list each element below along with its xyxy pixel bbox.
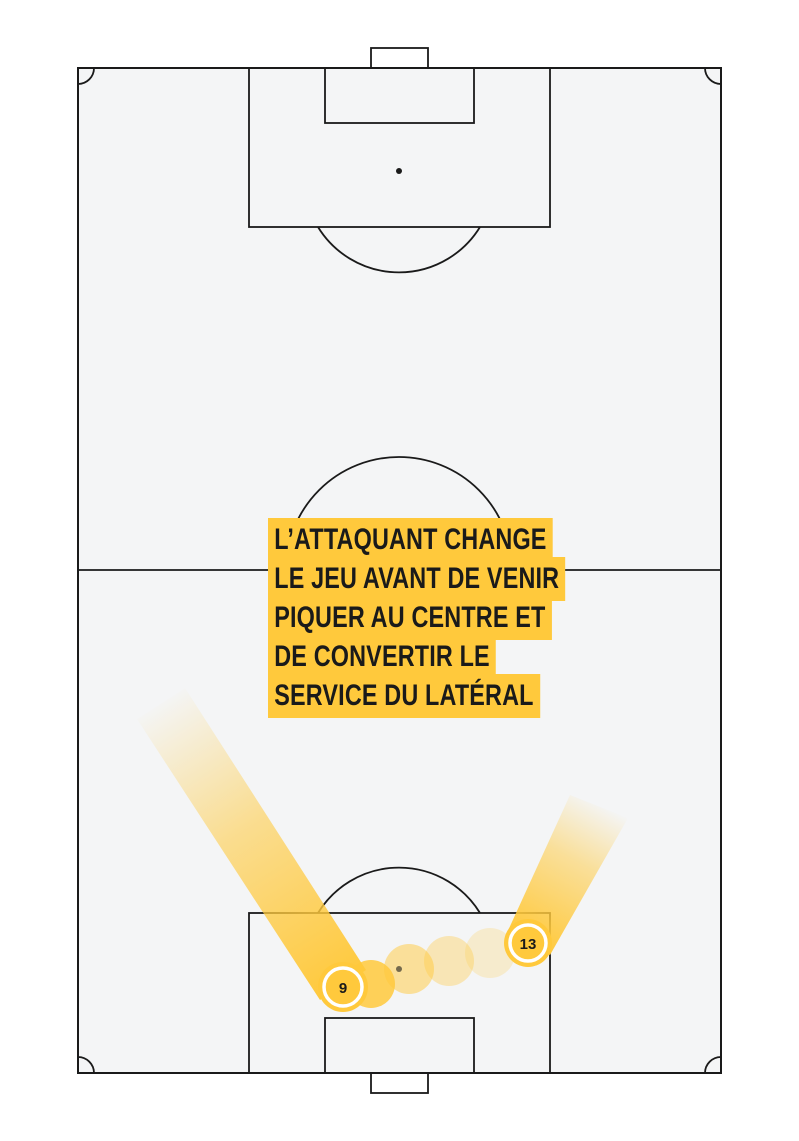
- top-goal-area: [324, 67, 475, 124]
- player-9-marker: 9: [318, 962, 368, 1012]
- bottom-goal-area: [324, 1017, 475, 1074]
- player-9-number: 9: [339, 980, 347, 997]
- player-13-run-trail: [506, 795, 628, 955]
- top-penalty-spot: [396, 168, 402, 174]
- caption-line: DE CONVERTIR LE: [268, 635, 497, 679]
- caption-line: SERVICE DU LATÉRAL: [268, 674, 540, 718]
- corner-arc-top-left: [77, 67, 95, 85]
- bottom-goal: [370, 1072, 429, 1094]
- top-penalty-arc: [317, 226, 481, 274]
- caption-line: PIQUER AU CENTRE ET: [268, 596, 552, 640]
- player-13-number: 13: [520, 936, 537, 953]
- corner-arc-top-right: [704, 67, 722, 85]
- player-13-marker: 13: [504, 919, 552, 967]
- corner-arc-bottom-left: [77, 1056, 95, 1074]
- caption-line: L’ATTAQUANT CHANGE: [268, 518, 553, 562]
- top-goal: [370, 47, 429, 69]
- caption: L’ATTAQUANT CHANGE LE JEU AVANT DE VENIR…: [268, 518, 598, 718]
- corner-arc-bottom-right: [704, 1056, 722, 1074]
- bottom-penalty-spot: [396, 966, 402, 972]
- caption-line: LE JEU AVANT DE VENIR: [268, 557, 566, 601]
- bottom-penalty-arc: [317, 866, 481, 914]
- player-9-run-trail: [137, 688, 366, 1000]
